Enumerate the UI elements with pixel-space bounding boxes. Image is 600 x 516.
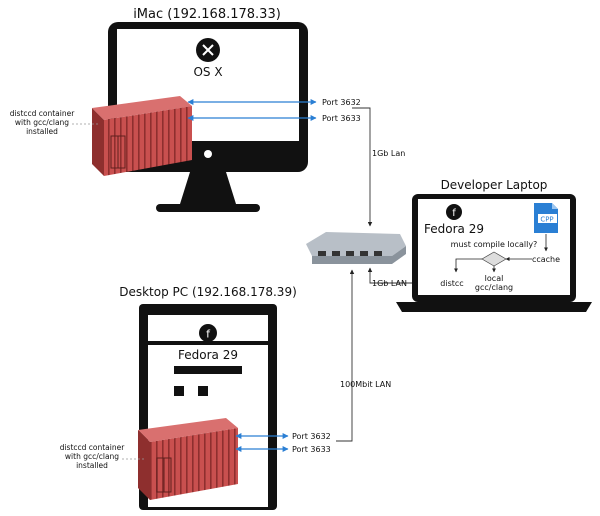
imac-os-label: OS X <box>193 65 222 79</box>
svg-text:with gcc/clang: with gcc/clang <box>65 452 119 461</box>
desktop-title: Desktop PC (192.168.178.39) <box>119 285 297 299</box>
desktop-container-icon <box>138 418 238 500</box>
desktop-drive-slot <box>174 366 242 374</box>
svg-text:distccd container: distccd container <box>60 443 126 452</box>
svg-text:f: f <box>206 328 211 341</box>
desktop-port-a-label: Port 3632 <box>292 432 331 441</box>
imac-title: iMac (192.168.178.33) <box>133 7 281 22</box>
fedora-icon: f <box>199 324 217 342</box>
laptop-decision-label: must compile locally? <box>451 240 538 249</box>
imac-link-label: 1Gb Lan <box>372 149 405 158</box>
cpp-file-icon: CPP <box>534 203 558 233</box>
desktop-bay-divider <box>148 341 268 345</box>
desktop-container-label: distccd container with gcc/clang install… <box>60 443 126 470</box>
desktop-switch-link <box>336 269 355 442</box>
laptop-base <box>396 302 592 312</box>
svg-text:with gcc/clang: with gcc/clang <box>15 118 69 127</box>
imac-stand <box>180 172 236 204</box>
svg-text:installed: installed <box>26 127 58 136</box>
laptop-switch-link <box>367 267 420 284</box>
imac-container-icon <box>92 96 192 176</box>
desktop-os-label: Fedora 29 <box>178 348 238 362</box>
svg-text:installed: installed <box>76 461 108 470</box>
imac-port-b-label: Port 3633 <box>322 114 361 123</box>
laptop-distcc-label: distcc <box>440 279 463 288</box>
desktop-node: Desktop PC (192.168.178.39) f Fedora 29 … <box>60 285 331 510</box>
decision-to-distcc <box>454 258 482 273</box>
laptop-node: Developer Laptop f Fedora 29 CPP ccache … <box>396 178 592 312</box>
desktop-button-right <box>198 386 208 396</box>
svg-text:CPP: CPP <box>540 216 553 224</box>
desktop-port-b-label: Port 3633 <box>292 445 331 454</box>
imac-port-a-label: Port 3632 <box>322 98 361 107</box>
desktop-button-left <box>174 386 184 396</box>
x-circle-icon <box>196 38 220 62</box>
imac-foot <box>156 204 260 212</box>
laptop-link-label: 1Gb LAN <box>372 279 407 288</box>
network-switch-icon <box>306 232 406 264</box>
imac-container-label: distccd container with gcc/clang install… <box>10 109 76 136</box>
imac-switch-link <box>352 107 373 227</box>
imac-node: iMac (192.168.178.33) OS X distccd conta… <box>10 7 361 212</box>
laptop-local-label-1: local <box>485 274 504 283</box>
imac-camera <box>204 150 212 158</box>
svg-text:f: f <box>452 208 456 219</box>
fedora-icon: f <box>446 204 462 220</box>
laptop-title: Developer Laptop <box>441 178 548 192</box>
laptop-ccache-label: ccache <box>532 255 560 264</box>
svg-text:distccd container: distccd container <box>10 109 76 118</box>
laptop-local-label-2: gcc/clang <box>475 283 513 292</box>
desktop-link-label: 100Mbit LAN <box>340 380 391 389</box>
laptop-os-label: Fedora 29 <box>424 222 484 236</box>
